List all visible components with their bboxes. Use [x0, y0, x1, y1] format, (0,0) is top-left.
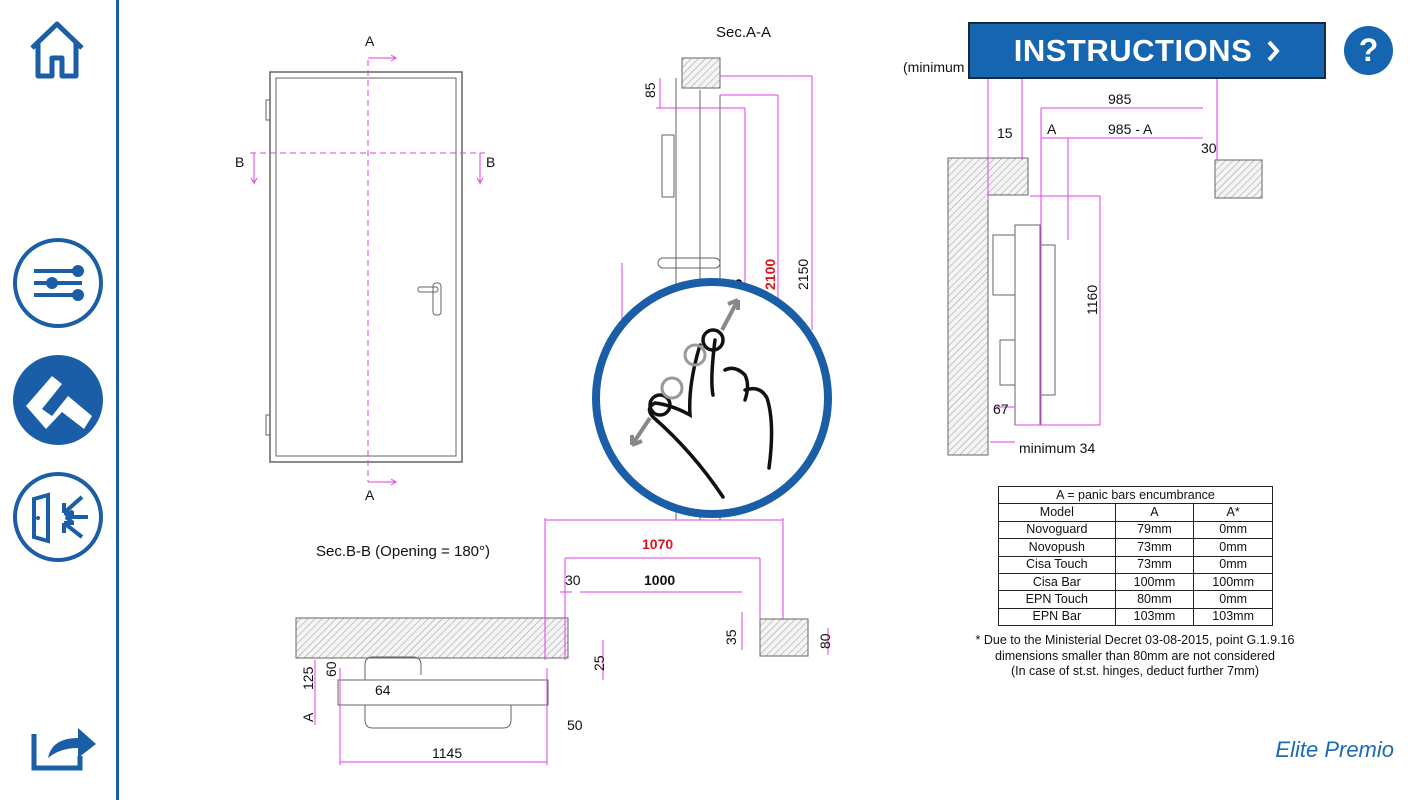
product-name: Elite Premio: [1275, 737, 1394, 762]
instructions-button[interactable]: INSTRUCTIONS: [968, 22, 1326, 79]
dim-50: 50: [567, 717, 583, 733]
dim-1070: 1070: [642, 536, 673, 552]
cell-a: 73mm: [1114, 538, 1195, 557]
help-icon: ?: [1358, 32, 1379, 68]
dim-25: 25: [591, 655, 607, 671]
help-button[interactable]: ?: [1344, 26, 1393, 75]
cell-a: 79mm: [1114, 520, 1195, 540]
cell-a: 73mm: [1114, 555, 1195, 574]
dim-60: 60: [323, 661, 339, 677]
instructions-label: INSTRUCTIONS: [1013, 32, 1253, 68]
dim-30: 30: [565, 572, 581, 588]
cell-model: EPN Touch: [998, 590, 1116, 609]
cell-a-star: 103mm: [1193, 607, 1273, 627]
share-icon: [31, 728, 96, 771]
column-header: Model: [998, 503, 1116, 522]
section-b-label-right: B: [486, 154, 495, 170]
home-button[interactable]: [26, 18, 88, 85]
dim-15: 15: [997, 125, 1013, 141]
column-header: A*: [1193, 503, 1273, 522]
cell-a-star: 0mm: [1193, 538, 1273, 557]
dim-64: 64: [375, 682, 391, 698]
dim-35: 35: [723, 629, 739, 645]
settings-button[interactable]: [12, 237, 104, 334]
dim-1000: 1000: [644, 572, 675, 588]
cell-a: 80mm: [1114, 590, 1195, 609]
dim-a-bb: A: [300, 712, 316, 722]
pinch-gesture-icon: [647, 328, 774, 499]
dim-985-minus-a: 985 - A: [1108, 121, 1153, 137]
dim-1145: 1145: [432, 745, 462, 761]
door-elevation: [250, 54, 485, 486]
table-notes: * Due to the Ministerial Decret 03-08-20…: [960, 633, 1310, 680]
cell-model: Cisa Bar: [998, 572, 1116, 592]
cell-a-star: 0mm: [1193, 520, 1273, 540]
section-b-label-left: B: [235, 154, 244, 170]
minimum-label: (minimum: [903, 59, 964, 75]
chevron-right-icon: [1267, 40, 1280, 61]
dim-minimum-34: minimum 34: [1019, 440, 1095, 456]
dim-2100: 2100: [762, 259, 778, 290]
cell-a-star: 100mm: [1193, 572, 1273, 592]
table-header-row: Model A A*: [998, 503, 1273, 522]
installation-button[interactable]: [12, 471, 104, 568]
note-line: dimensions smaller than 80mm are not con…: [995, 648, 1275, 663]
cell-a: 100mm: [1114, 572, 1195, 592]
home-icon: [30, 21, 84, 79]
dim-80: 80: [817, 633, 833, 649]
plan-view-drawing: [947, 70, 1263, 456]
cell-a-star: 0mm: [1193, 555, 1273, 574]
sec-bb-drawing: [295, 518, 829, 765]
sec-aa-title: Sec.A-A: [716, 24, 771, 41]
dim-85: 85: [642, 82, 658, 98]
note-line: * Due to the Ministerial Decret 03-08-20…: [975, 633, 1295, 647]
share-button[interactable]: [30, 720, 100, 777]
dim-2150: 2150: [795, 259, 811, 290]
cell-a-star: 0mm: [1193, 590, 1273, 609]
cell-model: Novopush: [998, 538, 1116, 557]
sidebar: [0, 0, 119, 800]
sec-bb-title: Sec.B-B (Opening = 180°): [316, 543, 490, 560]
panic-bars-table: A = panic bars encumbrance Model A A* No…: [998, 485, 1273, 627]
pinch-zoom-hint: [592, 278, 832, 518]
dim-30-right: 30: [1201, 140, 1217, 156]
dim-a: A: [1047, 121, 1057, 137]
cell-model: EPN Bar: [998, 607, 1116, 627]
caliper-icon: [13, 355, 103, 445]
cell-model: Cisa Touch: [998, 555, 1116, 574]
door-entry-icon: [13, 472, 103, 562]
note-line: (In case of st.st. hinges, deduct furthe…: [1010, 664, 1260, 678]
section-a-label-top: A: [365, 33, 375, 49]
column-header: A: [1114, 503, 1195, 522]
section-a-label-bottom: A: [365, 487, 375, 503]
sliders-icon: [13, 238, 103, 328]
cell-a: 103mm: [1114, 607, 1195, 627]
dim-125: 125: [300, 666, 316, 690]
table-title: A = panic bars encumbrance: [998, 485, 1273, 505]
cell-model: Novoguard: [998, 520, 1116, 540]
dim-67: 67: [993, 401, 1009, 417]
dim-1160: 1160: [1084, 285, 1100, 315]
measurements-button[interactable]: [12, 354, 104, 451]
dim-985: 985: [1108, 91, 1132, 107]
